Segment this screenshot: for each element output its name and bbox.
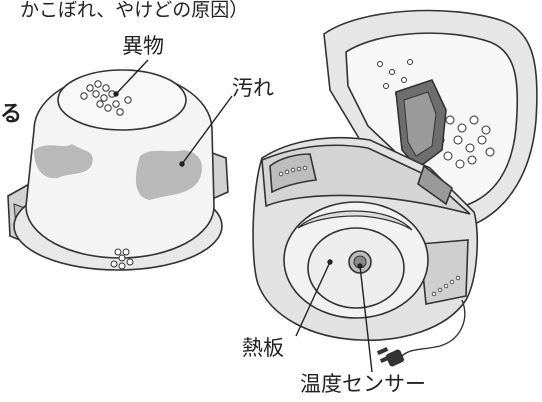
inner-pot-base bbox=[57, 69, 187, 131]
foreign-matter-dots bbox=[110, 248, 134, 270]
label-foreign-matter: 異物 bbox=[122, 34, 164, 58]
leader-dirt bbox=[181, 95, 233, 165]
dirt-stain bbox=[34, 144, 93, 179]
dirt-stain bbox=[135, 150, 203, 200]
side-indicator-dots bbox=[431, 275, 461, 297]
lid-steam-holes bbox=[377, 59, 495, 169]
side-panel bbox=[419, 239, 469, 305]
top-caption: かこぼれ、やけどの原因） bbox=[20, 0, 249, 21]
control-panel bbox=[269, 153, 317, 194]
label-heating-plate: 熱板 bbox=[242, 336, 284, 360]
leader-lines bbox=[113, 59, 373, 373]
foreign-matter-dots bbox=[80, 80, 132, 116]
power-cord bbox=[401, 299, 466, 357]
label-dirt: 汚れ bbox=[232, 76, 274, 100]
power-plug-icon bbox=[376, 346, 404, 367]
lid-hinge bbox=[417, 164, 453, 206]
rice-cooker-body bbox=[252, 9, 538, 367]
leader-temperature-sensor bbox=[359, 265, 373, 373]
cooker-top-rim bbox=[261, 144, 471, 215]
label-temperature-sensor: 温度センサー bbox=[300, 372, 426, 396]
inner-pot bbox=[7, 69, 229, 271]
leader-heating-plate bbox=[295, 261, 331, 337]
leader-foreign-matter bbox=[115, 59, 149, 95]
control-dots bbox=[278, 165, 308, 177]
page-edge-mark: る bbox=[0, 102, 23, 127]
chamber-inner-wall bbox=[297, 210, 413, 231]
